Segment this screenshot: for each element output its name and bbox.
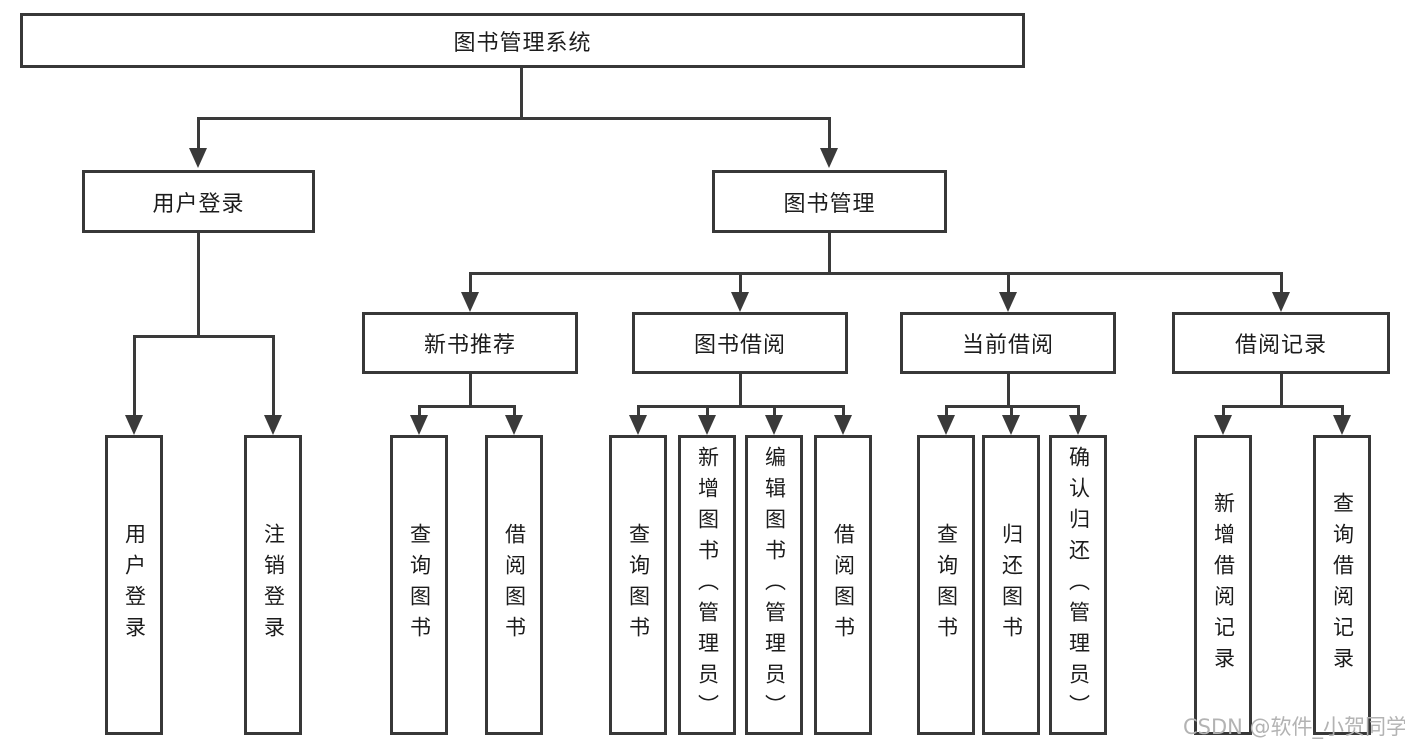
leaf-label: 用户登录	[122, 523, 147, 647]
leaf-label: 新增图书（管理员）	[695, 445, 720, 725]
arrow-down-icon	[999, 292, 1017, 312]
node-label: 图书借阅	[693, 333, 786, 358]
connector-rail	[418, 405, 515, 408]
connector-stem	[133, 335, 136, 417]
leaf-add-books-admin: 新增图书（管理员）	[678, 435, 736, 735]
arrow-down-icon	[834, 415, 852, 435]
connector-book-management-stem	[828, 233, 831, 274]
arrow-down-icon	[410, 415, 428, 435]
leaf-label: 归还图书	[999, 523, 1024, 647]
node-book-management: 图书管理	[712, 170, 947, 233]
leaf-logout: 注销登录	[244, 435, 302, 735]
leaf-label: 确认归还（管理员）	[1066, 445, 1091, 725]
connector-level3-rail	[469, 272, 1282, 275]
arrow-down-icon	[765, 415, 783, 435]
arrow-down-icon	[629, 415, 647, 435]
node-label: 图书管理	[783, 191, 876, 217]
leaf-label: 新增借阅记录	[1211, 492, 1236, 678]
connector-stem	[1010, 405, 1013, 418]
arrow-down-icon	[264, 415, 282, 435]
connector-stem	[1222, 405, 1225, 418]
connector-stem	[197, 117, 200, 151]
leaf-label: 查询借阅记录	[1330, 492, 1355, 678]
leaf-borrow-books: 借阅图书	[485, 435, 543, 735]
connector-stem	[469, 374, 472, 407]
connector-stem	[418, 405, 421, 418]
node-label: 当前借阅	[961, 333, 1054, 358]
node-user-login: 用户登录	[82, 170, 315, 233]
connector-stem	[1077, 405, 1080, 418]
node-new-book-recommendation: 新书推荐	[362, 312, 578, 374]
connector-stem	[1007, 374, 1010, 407]
arrow-down-icon	[125, 415, 143, 435]
leaf-user-login: 用户登录	[105, 435, 163, 735]
node-current-borrowing: 当前借阅	[900, 312, 1116, 374]
leaf-label: 注销登录	[261, 523, 286, 647]
connector-stem	[739, 374, 742, 407]
connector-stem	[842, 405, 845, 418]
leaf-query-books: 查询图书	[917, 435, 975, 735]
connector-stem	[272, 335, 275, 417]
node-label: 借阅记录	[1234, 333, 1327, 358]
arrow-down-icon	[461, 292, 479, 312]
arrow-down-icon	[698, 415, 716, 435]
connector-stem	[637, 405, 640, 418]
arrow-down-icon	[1002, 415, 1020, 435]
watermark: CSDN @软件_小贺同学	[1183, 715, 1405, 739]
arrow-down-icon	[731, 292, 749, 312]
connector-rail	[1222, 405, 1343, 408]
arrow-down-icon	[505, 415, 523, 435]
connector-stem	[1280, 272, 1283, 295]
connector-user-login-rail	[133, 335, 274, 338]
connector-rail	[637, 405, 844, 408]
leaf-confirm-return-admin: 确认归还（管理员）	[1049, 435, 1107, 735]
arrow-down-icon	[189, 148, 207, 168]
connector-stem	[1341, 405, 1344, 418]
connector-stem	[1280, 374, 1283, 407]
node-borrowing-records: 借阅记录	[1172, 312, 1390, 374]
connector-stem	[828, 117, 831, 151]
leaf-query-books: 查询图书	[609, 435, 667, 735]
leaf-label: 查询图书	[934, 523, 959, 647]
node-book-borrowing: 图书借阅	[632, 312, 848, 374]
connector-stem	[945, 405, 948, 418]
connector-stem	[1007, 272, 1010, 295]
arrow-down-icon	[937, 415, 955, 435]
leaf-return-books: 归还图书	[982, 435, 1040, 735]
leaf-query-borrow-record: 查询借阅记录	[1313, 435, 1371, 735]
leaf-label: 查询图书	[407, 523, 432, 647]
node-label: 图书管理系统	[453, 30, 592, 56]
leaf-borrow-books: 借阅图书	[814, 435, 872, 735]
leaf-label: 借阅图书	[502, 523, 527, 647]
node-library-management-system: 图书管理系统	[20, 13, 1025, 68]
arrow-down-icon	[1214, 415, 1232, 435]
leaf-query-books: 查询图书	[390, 435, 448, 735]
connector-user-login-stem	[197, 233, 200, 335]
arrow-down-icon	[1069, 415, 1087, 435]
arrow-down-icon	[820, 148, 838, 168]
leaf-add-borrow-record: 新增借阅记录	[1194, 435, 1252, 735]
connector-stem	[739, 272, 742, 295]
arrow-down-icon	[1272, 292, 1290, 312]
node-label: 用户登录	[152, 191, 245, 217]
node-label: 新书推荐	[423, 333, 516, 358]
connector-stem	[513, 405, 516, 418]
leaf-label: 借阅图书	[831, 523, 856, 647]
connector-stem	[469, 272, 472, 295]
connector-stem	[773, 405, 776, 418]
connector-stem	[706, 405, 709, 418]
leaf-label: 查询图书	[626, 523, 651, 647]
arrow-down-icon	[1333, 415, 1351, 435]
connector-level2-rail	[197, 117, 831, 120]
connector-root-stem	[520, 68, 523, 119]
leaf-edit-books-admin: 编辑图书（管理员）	[745, 435, 803, 735]
leaf-label: 编辑图书（管理员）	[762, 445, 787, 725]
